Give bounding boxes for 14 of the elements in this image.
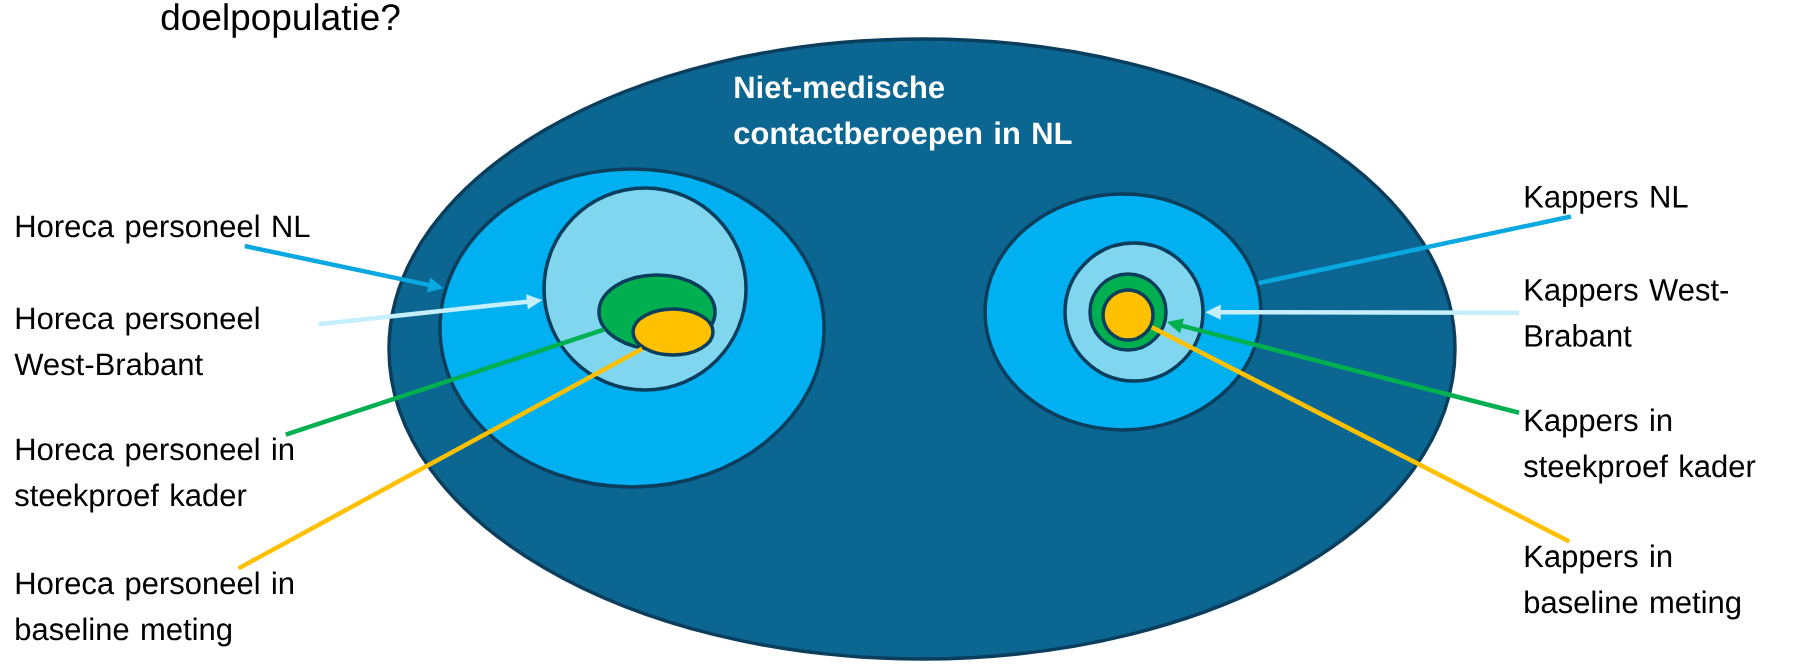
callout-text: Horeca personeel in steekproef kader xyxy=(15,437,293,513)
leader-line xyxy=(285,327,605,437)
leader-line xyxy=(1150,325,1571,544)
leader-line xyxy=(1258,214,1572,286)
callout-text: Kappers in steekproef kader xyxy=(1524,408,1756,484)
callout-text: Kappers in baseline meting xyxy=(1525,544,1740,620)
callout-text: Horeca personeel in baseline meting xyxy=(16,571,293,647)
callout-text: Kappers NL xyxy=(1525,186,1688,214)
callout-text: Horeca personeel NL xyxy=(16,214,310,244)
title: doelpopulatie? xyxy=(161,3,400,38)
callout-text: Kappers West-Brabant xyxy=(1525,279,1728,347)
leader-line xyxy=(237,346,644,571)
population-ellipse xyxy=(631,307,715,357)
callout-text: Horeca personeel West-Brabant xyxy=(14,306,259,376)
